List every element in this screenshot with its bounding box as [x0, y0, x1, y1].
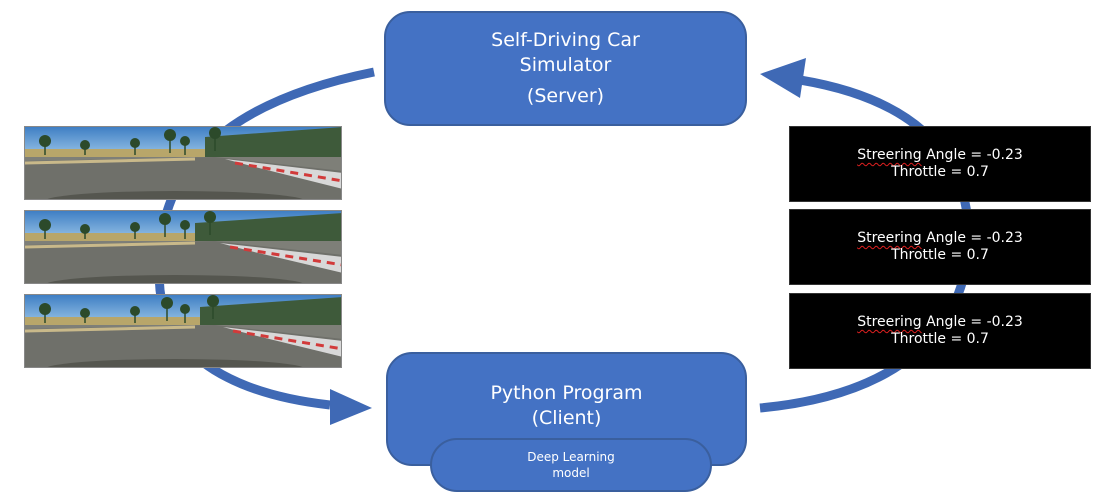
steering-line: Streering Angle = -0.23	[857, 314, 1023, 331]
right-arrowhead	[760, 58, 806, 98]
throttle-line: Throttle = 0.7	[891, 331, 989, 347]
throttle-line: Throttle = 0.7	[891, 164, 989, 180]
server-title-line2: Simulator	[519, 54, 612, 76]
steering-value: Angle = -0.23	[921, 230, 1023, 246]
steering-word: Streering	[857, 314, 922, 330]
camera-frame-3	[24, 294, 342, 368]
steering-value: Angle = -0.23	[921, 314, 1023, 330]
steering-word: Streering	[857, 230, 922, 246]
throttle-line: Throttle = 0.7	[891, 247, 989, 263]
steering-value: Angle = -0.23	[921, 147, 1023, 163]
steering-line: Streering Angle = -0.23	[857, 147, 1023, 164]
camera-frame-2	[24, 210, 342, 284]
road-camera-image	[25, 127, 341, 199]
steering-word: Streering	[857, 147, 922, 163]
steering-line: Streering Angle = -0.23	[857, 230, 1023, 247]
road-camera-image	[25, 211, 341, 283]
server-subtitle: (Server)	[526, 85, 605, 107]
client-title-line1: Python Program	[490, 382, 643, 404]
model-line1: Deep Learning	[527, 450, 615, 464]
control-output-2: Streering Angle = -0.23 Throttle = 0.7	[789, 209, 1091, 285]
server-title-line1: Self-Driving Car	[491, 29, 640, 51]
simulator-server-box: Self-Driving Car Simulator (Server)	[384, 11, 747, 126]
control-output-1: Streering Angle = -0.23 Throttle = 0.7	[789, 126, 1091, 202]
deep-learning-model-ellipse: Deep Learning model	[430, 438, 712, 492]
road-camera-image	[25, 295, 341, 367]
client-title-line2: (Client)	[531, 407, 602, 429]
camera-frame-1	[24, 126, 342, 200]
left-arrowhead	[330, 389, 372, 425]
model-line2: model	[552, 466, 590, 480]
control-output-3: Streering Angle = -0.23 Throttle = 0.7	[789, 293, 1091, 369]
